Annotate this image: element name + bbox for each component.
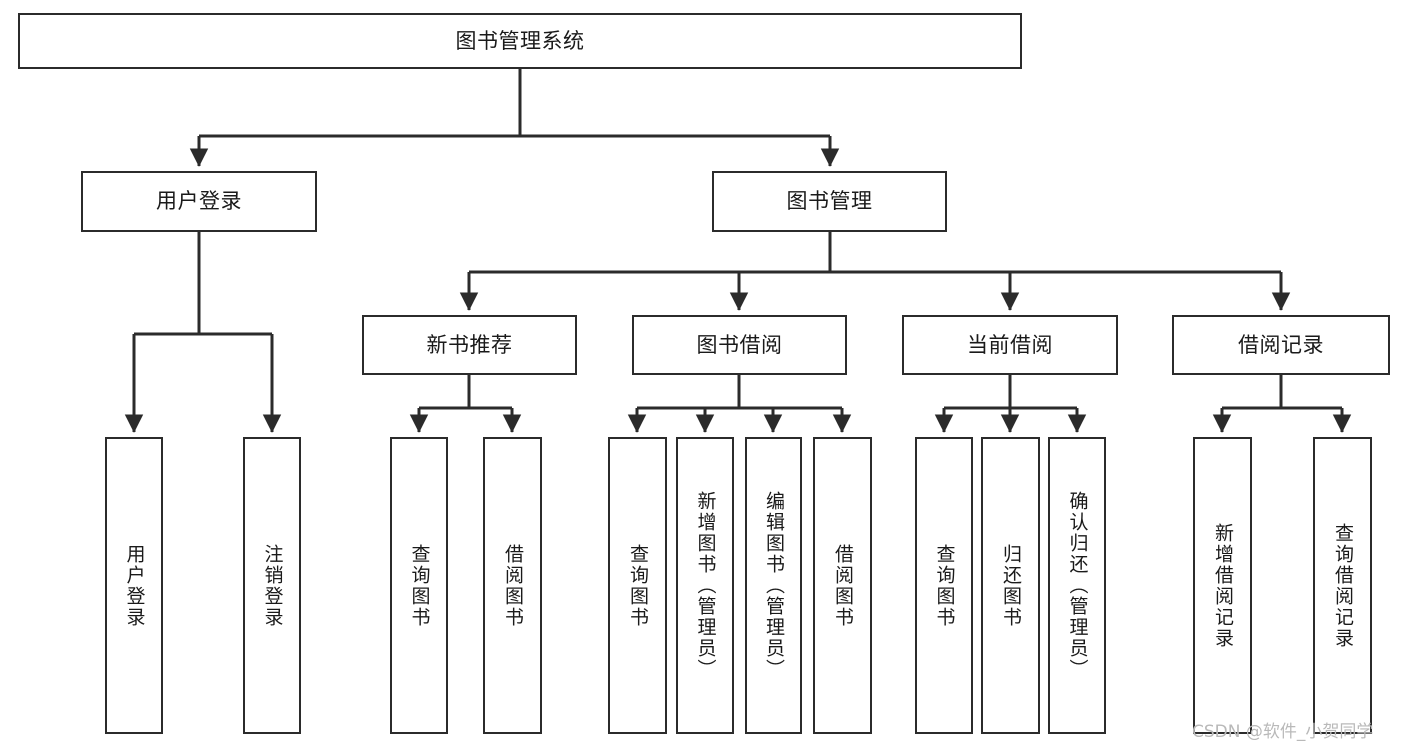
node-leaf-confirm-return-label: 确认归还（管理员） bbox=[1066, 491, 1089, 680]
node-user-login[interactable]: 用户登录 bbox=[81, 171, 317, 232]
node-leaf-query-book-1[interactable]: 查询图书 bbox=[390, 437, 448, 734]
node-leaf-query-book-2[interactable]: 查询图书 bbox=[608, 437, 667, 734]
node-current-borrow[interactable]: 当前借阅 bbox=[902, 315, 1118, 375]
node-borrow-record[interactable]: 借阅记录 bbox=[1172, 315, 1390, 375]
node-leaf-user-logout-label: 注销登录 bbox=[261, 543, 284, 628]
node-leaf-query-book-2-label: 查询图书 bbox=[626, 543, 649, 628]
node-leaf-borrow-book-2[interactable]: 借阅图书 bbox=[813, 437, 872, 734]
node-leaf-add-book[interactable]: 新增图书（管理员） bbox=[676, 437, 734, 734]
node-user-login-label: 用户登录 bbox=[156, 189, 242, 214]
node-leaf-query-record[interactable]: 查询借阅记录 bbox=[1313, 437, 1372, 734]
node-leaf-query-book-3[interactable]: 查询图书 bbox=[915, 437, 973, 734]
node-book-manage[interactable]: 图书管理 bbox=[712, 171, 947, 232]
node-book-borrow[interactable]: 图书借阅 bbox=[632, 315, 847, 375]
node-leaf-user-login-label: 用户登录 bbox=[123, 543, 146, 628]
node-leaf-borrow-book-1-label: 借阅图书 bbox=[501, 543, 524, 628]
node-leaf-return-book-label: 归还图书 bbox=[999, 543, 1022, 628]
node-root-label: 图书管理系统 bbox=[455, 28, 585, 53]
node-leaf-borrow-book-1[interactable]: 借阅图书 bbox=[483, 437, 542, 734]
node-book-manage-label: 图书管理 bbox=[786, 189, 873, 214]
node-book-borrow-label: 图书借阅 bbox=[696, 332, 783, 357]
node-leaf-query-book-1-label: 查询图书 bbox=[408, 543, 431, 628]
node-leaf-edit-book[interactable]: 编辑图书（管理员） bbox=[745, 437, 802, 734]
node-new-book-recommend[interactable]: 新书推荐 bbox=[362, 315, 577, 375]
node-current-borrow-label: 当前借阅 bbox=[967, 332, 1053, 357]
node-leaf-add-record[interactable]: 新增借阅记录 bbox=[1193, 437, 1252, 734]
node-leaf-return-book[interactable]: 归还图书 bbox=[981, 437, 1040, 734]
node-leaf-add-record-label: 新增借阅记录 bbox=[1211, 522, 1234, 649]
node-leaf-user-login[interactable]: 用户登录 bbox=[105, 437, 163, 734]
node-new-book-recommend-label: 新书推荐 bbox=[426, 332, 513, 357]
node-leaf-query-book-3-label: 查询图书 bbox=[933, 543, 956, 628]
node-leaf-confirm-return[interactable]: 确认归还（管理员） bbox=[1048, 437, 1106, 734]
node-borrow-record-label: 借阅记录 bbox=[1238, 332, 1324, 357]
node-leaf-edit-book-label: 编辑图书（管理员） bbox=[762, 491, 785, 680]
node-leaf-query-record-label: 查询借阅记录 bbox=[1331, 522, 1354, 649]
node-root[interactable]: 图书管理系统 bbox=[18, 13, 1022, 69]
node-leaf-borrow-book-2-label: 借阅图书 bbox=[831, 543, 854, 628]
node-leaf-user-logout[interactable]: 注销登录 bbox=[243, 437, 301, 734]
node-leaf-add-book-label: 新增图书（管理员） bbox=[694, 491, 717, 680]
